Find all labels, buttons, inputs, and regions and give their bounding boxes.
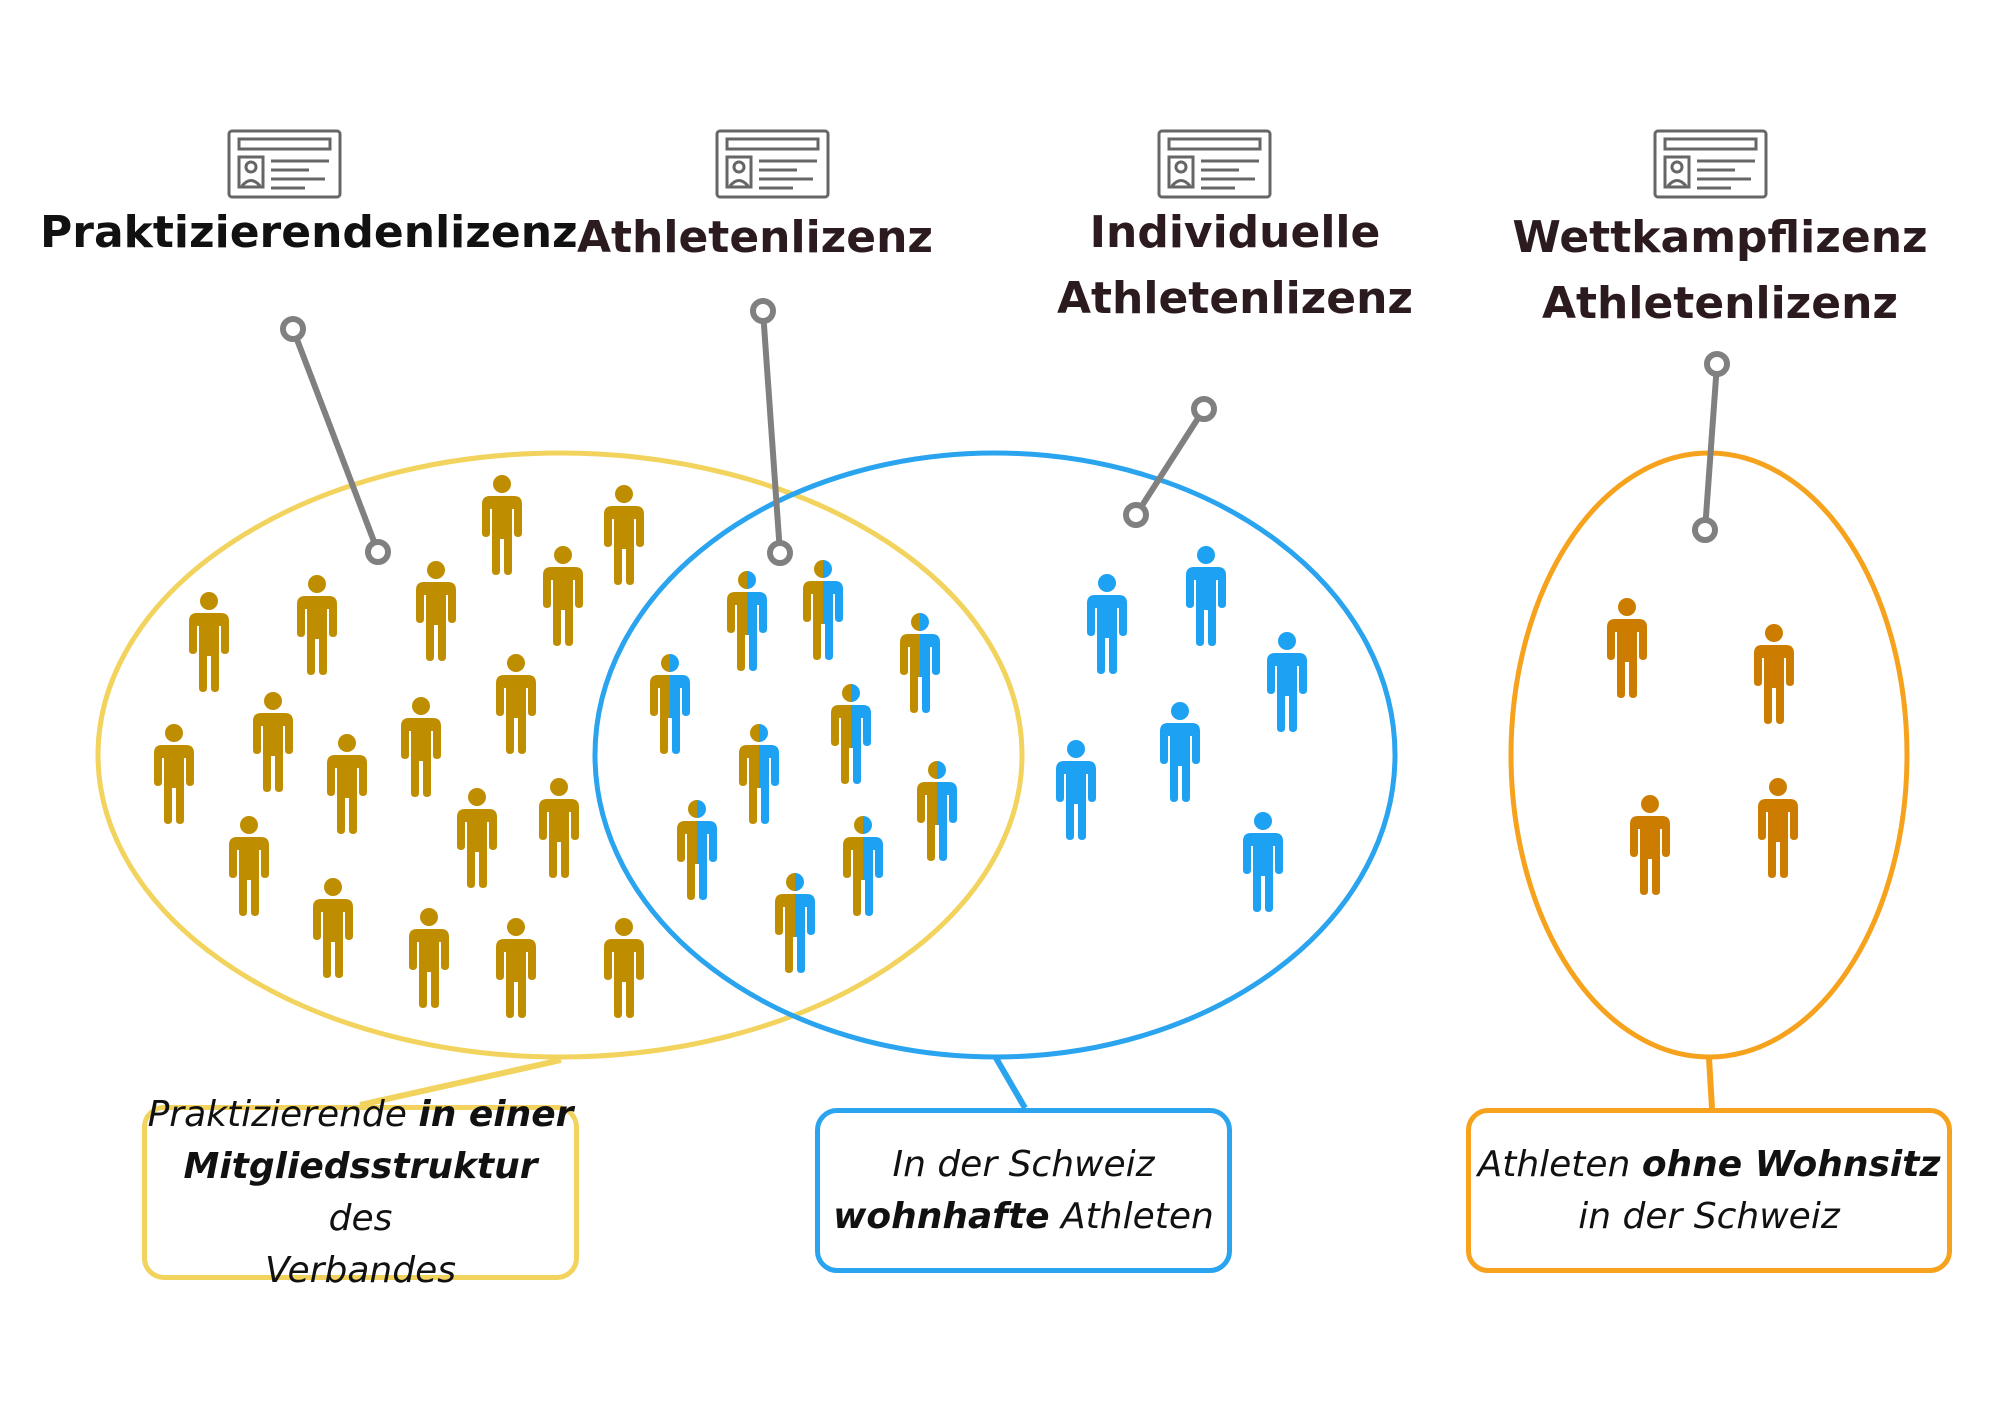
resident-connector bbox=[993, 1056, 1028, 1110]
description-text-part: Athleten bbox=[1049, 1195, 1214, 1237]
license-title-athletes: Athletenlizenz bbox=[575, 205, 935, 271]
description-text: Praktizierende in einer Mitgliedsstruktu… bbox=[147, 1089, 574, 1297]
person-icon bbox=[401, 697, 441, 797]
person-icon bbox=[604, 485, 644, 585]
non-resident-athletes-ellipse bbox=[1508, 450, 1910, 1060]
pointer-endpoint bbox=[1123, 502, 1149, 528]
description-text: In der Schweiz wohnhafte Athleten bbox=[833, 1139, 1214, 1243]
resident-athletes-ellipse bbox=[592, 450, 1398, 1060]
pointer-endpoint bbox=[750, 298, 776, 324]
description-emphasis: ohne Wohnsitz bbox=[1641, 1143, 1941, 1185]
person-icon bbox=[677, 800, 717, 900]
pointer-line bbox=[1702, 363, 1720, 531]
id-card-icon bbox=[1157, 129, 1272, 199]
person-icon bbox=[313, 878, 353, 978]
pointer-endpoint bbox=[1191, 396, 1217, 422]
description-text-part: Praktizierende bbox=[147, 1093, 419, 1135]
resident-only-group bbox=[1056, 546, 1307, 912]
person-icon bbox=[1754, 624, 1794, 724]
person-icon bbox=[496, 918, 536, 1018]
pointer-lines bbox=[290, 310, 1720, 554]
pointer-line bbox=[1133, 407, 1207, 517]
practitioners-ellipse bbox=[95, 450, 1025, 1060]
person-icon bbox=[416, 561, 456, 661]
non-resident-group bbox=[1607, 598, 1798, 895]
license-title-line: Athletenlizenz bbox=[1056, 273, 1414, 324]
license-title-line: Wettkampflizenz bbox=[1512, 212, 1928, 263]
license-title-line: Praktizierendenlizenz bbox=[40, 207, 578, 258]
description-text: Athleten ohne Wohnsitz in der Schweiz bbox=[1478, 1139, 1941, 1243]
description-text-part: Verbandes bbox=[265, 1249, 456, 1291]
pointer-endpoints bbox=[280, 298, 1730, 566]
person-icon bbox=[604, 918, 644, 1018]
person-icon bbox=[1087, 574, 1127, 674]
resident-description-box: In der Schweiz wohnhafte Athleten bbox=[815, 1108, 1232, 1273]
description-text-part: in der Schweiz bbox=[1578, 1195, 1840, 1237]
description-text-part: In der Schweiz bbox=[892, 1143, 1155, 1185]
person-icon bbox=[831, 684, 871, 784]
person-icon bbox=[1758, 778, 1798, 878]
person-icon bbox=[189, 592, 229, 692]
license-title-competition-athletes: Wettkampflizenz Athletenlizenz bbox=[1490, 205, 1950, 337]
person-icon bbox=[1607, 598, 1647, 698]
person-icon bbox=[229, 816, 269, 916]
person-icon bbox=[457, 788, 497, 888]
person-icon bbox=[1160, 702, 1200, 802]
license-title-line: Athletenlizenz bbox=[1541, 278, 1899, 329]
person-icon bbox=[1267, 632, 1307, 732]
athletes-both-group bbox=[650, 560, 957, 973]
description-emphasis: wohnhafte bbox=[833, 1195, 1050, 1237]
practitioners-connector bbox=[359, 1057, 562, 1108]
pointer-line bbox=[290, 327, 381, 554]
description-text-part: Athleten bbox=[1477, 1143, 1642, 1185]
license-title-line: Individuelle bbox=[1089, 207, 1381, 258]
person-icon bbox=[496, 654, 536, 754]
pointer-endpoint bbox=[1692, 517, 1718, 543]
practitioners-group bbox=[154, 475, 644, 1018]
pointer-endpoint bbox=[280, 316, 306, 342]
id-card-icon bbox=[715, 129, 830, 199]
id-card-icon bbox=[227, 129, 342, 199]
person-icon bbox=[1630, 795, 1670, 895]
non-resident-description-box: Athleten ohne Wohnsitz in der Schweiz bbox=[1466, 1108, 1952, 1273]
pointer-endpoint bbox=[1704, 351, 1730, 377]
license-title-individual-athletes: Individuelle Athletenlizenz bbox=[1030, 200, 1440, 332]
license-title-practitioners: Praktizierendenlizenz bbox=[40, 200, 578, 266]
person-icon bbox=[900, 613, 940, 713]
person-icon bbox=[650, 654, 690, 754]
person-icon bbox=[843, 816, 883, 916]
person-icon bbox=[775, 873, 815, 973]
person-icon bbox=[154, 724, 194, 824]
pointer-endpoint bbox=[365, 539, 391, 565]
person-icon bbox=[1186, 546, 1226, 646]
non-resident-connector bbox=[1706, 1057, 1715, 1109]
person-icon bbox=[803, 560, 843, 660]
person-icon bbox=[409, 908, 449, 1008]
person-icon bbox=[482, 475, 522, 575]
pointer-endpoint bbox=[767, 540, 793, 566]
description-emphasis: Mitgliedsstruktur bbox=[183, 1145, 538, 1187]
person-icon bbox=[327, 734, 367, 834]
description-text-part: des bbox=[328, 1197, 393, 1239]
person-icon bbox=[297, 575, 337, 675]
person-icon bbox=[727, 571, 767, 671]
description-emphasis: in einer bbox=[418, 1093, 574, 1135]
person-icon bbox=[543, 546, 583, 646]
person-icon bbox=[253, 692, 293, 792]
person-icon bbox=[1243, 812, 1283, 912]
person-icon bbox=[739, 724, 779, 824]
license-title-line: Athletenlizenz bbox=[576, 212, 934, 263]
person-icon bbox=[917, 761, 957, 861]
person-icon bbox=[539, 778, 579, 878]
person-icon bbox=[1056, 740, 1096, 840]
pointer-line bbox=[760, 310, 783, 554]
practitioners-description-box: Praktizierende in einer Mitgliedsstruktu… bbox=[142, 1094, 579, 1291]
id-card-icon bbox=[1653, 129, 1768, 199]
